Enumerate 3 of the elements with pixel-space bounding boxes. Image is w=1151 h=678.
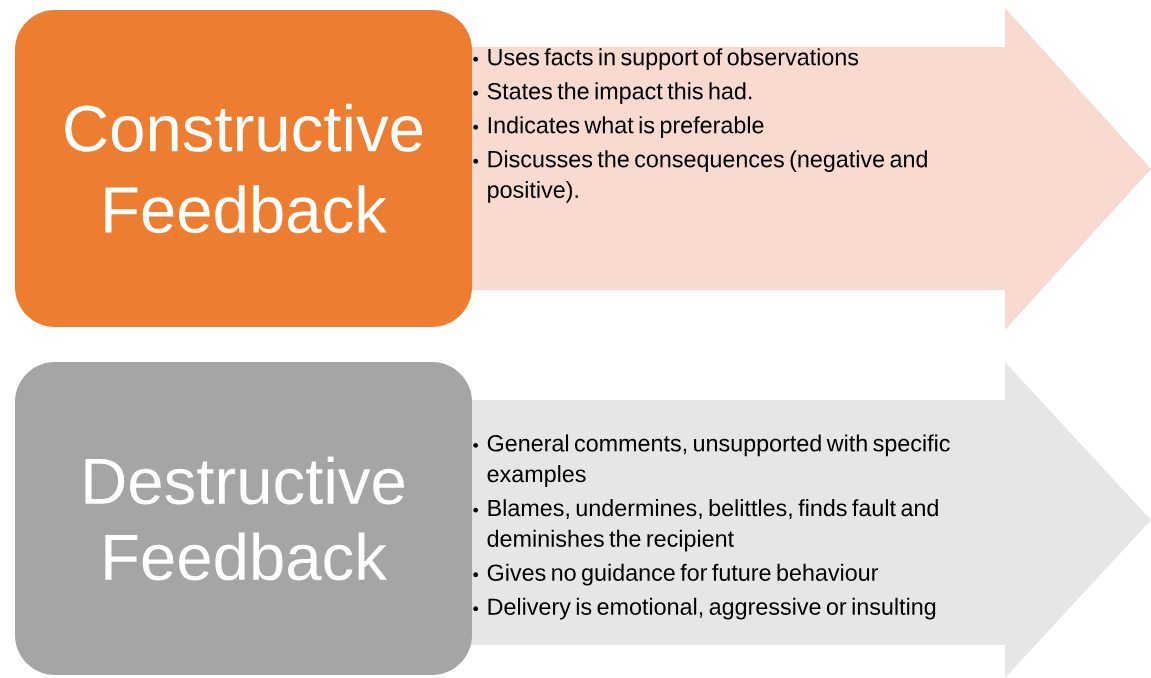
- feedback-box: Destructive Feedback: [14, 361, 473, 676]
- pointed-text-panel: General comments, unsupported with specific examples Blames, undermines, belittles, finds fault and deminishes the recipient Gives no guidance for future behaviour Delivery is emotional, aggressive or insulting: [420, 362, 1151, 678]
- feedback-box: Constructive Feedback: [14, 9, 473, 328]
